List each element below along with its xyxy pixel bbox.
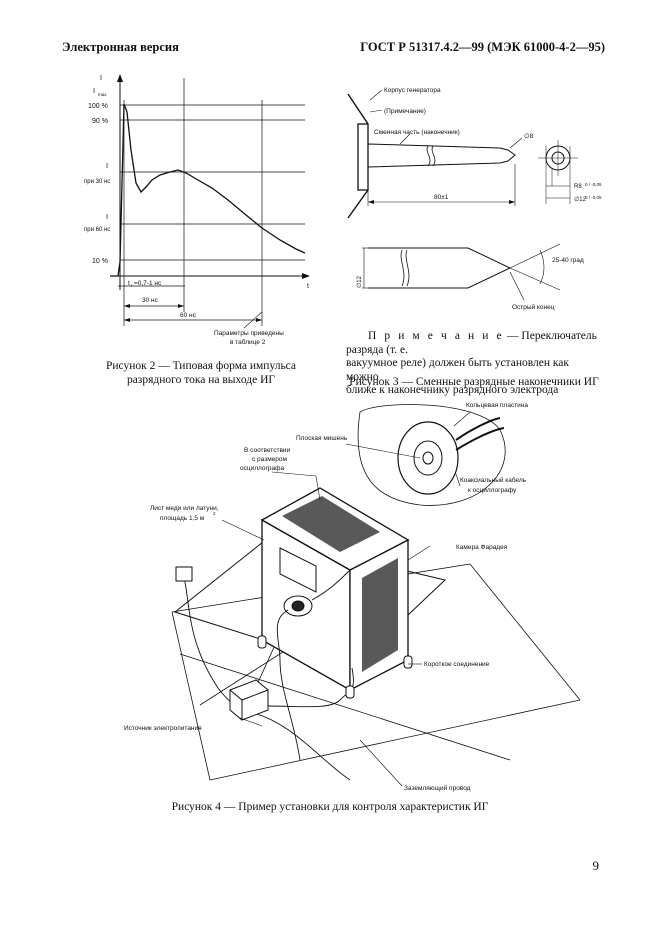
- fig3-d12-side: ∅12: [356, 275, 363, 288]
- fig3-angle: 25-40 град: [552, 257, 584, 264]
- fig4-supply: Источник электропитания: [124, 725, 202, 732]
- mains-socket: [175, 566, 193, 582]
- fig4-plate-1: Лист меди или латуни,: [150, 505, 219, 512]
- fig4-short: Короткое соединение: [424, 661, 490, 668]
- fig2-axis-x: t: [307, 283, 309, 290]
- fig2-params-1: Параметры приведены: [214, 330, 284, 337]
- fig4-plate-2: площадь 1,5 м: [160, 515, 205, 522]
- fig3-d8: ∅8: [524, 133, 534, 140]
- fig2-imax: I: [93, 86, 95, 95]
- fig4-size-1: В соответствии: [244, 447, 291, 454]
- fig3-tip: Сменная часть (наконечник): [374, 129, 460, 136]
- fig4-cable-2: к осциллографу: [468, 487, 517, 494]
- fig3-d12: ∅12: [574, 196, 587, 203]
- fig2-pct90: 90 %: [92, 118, 108, 125]
- fig3-note-word: П р и м е ч а н и е: [368, 330, 505, 342]
- ventilation-grille-side: [362, 558, 398, 672]
- fig2-i30-sub: при 30 нс: [84, 179, 110, 185]
- generator-housing: [357, 123, 369, 191]
- ventilation-grille-top: [282, 496, 380, 552]
- fig2-i60-sub: при 60 нс: [84, 227, 110, 233]
- fig4-faraday: Камера Фарадея: [456, 544, 508, 551]
- fig3-r8-tol: 0 / -0,05: [585, 182, 602, 187]
- page-number: 9: [592, 858, 600, 873]
- fig4-ground: Заземляющий провод: [404, 784, 471, 792]
- fig2-i60: I: [106, 212, 108, 221]
- header-left: Электронная версия: [62, 40, 179, 54]
- fig4-plate-sup: 2: [213, 511, 216, 516]
- fig3-note-line2: вакуумное реле) должен быть установлен к…: [346, 357, 569, 383]
- fig2-60ns: 60 нс: [180, 312, 197, 319]
- fig4-size-2: с размером: [252, 456, 288, 463]
- fig3-note-line1: — Переключатель разряда (т. е.: [346, 330, 597, 356]
- fig2-imax-sub: max: [98, 92, 107, 97]
- fig2-pct100: 100 %: [88, 103, 108, 110]
- sharp-tip: [368, 247, 512, 289]
- oscilloscope-adapter: [279, 547, 317, 593]
- fig4-target: Плоская мишень: [296, 435, 348, 442]
- fig2-tr: t: [128, 280, 130, 287]
- y-axis-arrow: [117, 74, 123, 82]
- fig2-tr-val: =0,7-1 нс: [134, 280, 162, 287]
- figure-4-setup: [171, 404, 581, 787]
- fig2-caption-line1: Рисунок 2 — Типовая форма импульса: [105, 360, 297, 372]
- fig2-params-2: в таблице 2: [230, 338, 266, 346]
- fig3-dim80: 80±1: [434, 194, 449, 201]
- fig4-caption: Рисунок 4 — Пример установки для контрол…: [171, 801, 489, 813]
- fig2-30ns: 30 нс: [142, 297, 159, 304]
- header-right: ГОСТ Р 51317.4.2—99 (МЭК 61000-4-2—95): [360, 40, 605, 54]
- fig2-pct10: 10 %: [92, 258, 108, 265]
- fig3-housing: Корпус генератора: [384, 87, 441, 94]
- fig2-caption-line2: разрядного тока на выходе ИГ: [126, 374, 276, 386]
- fig2-axis-y: I: [100, 75, 102, 82]
- waveform-curve: [110, 103, 306, 277]
- fig2-tr-sub: r: [131, 283, 133, 288]
- fig4-cable-1: Коаксиальный кабель: [460, 476, 527, 484]
- fig3-sharp: Острый конец: [512, 303, 555, 311]
- replaceable-tip: [367, 143, 516, 168]
- fig2-i30: I: [106, 161, 108, 170]
- fig3-note-ref: (Примечание): [384, 108, 426, 115]
- figure-3-tips: Корпус генератора (Примечание) Сменная ч…: [347, 87, 602, 311]
- fig3-note: П р и м е ч а н и е — Переключатель разр…: [346, 330, 602, 398]
- fig4-size-3: осциллографа: [240, 465, 284, 472]
- flat-target: [422, 451, 434, 465]
- fig2-caption: Рисунок 2 — Типовая форма импульса разря…: [86, 359, 316, 387]
- fig4-ring: Кольцевая пластина: [466, 402, 528, 409]
- fig3-r8: R8: [574, 184, 582, 190]
- power-supply-box: [229, 679, 269, 721]
- x-axis-arrow: [302, 273, 310, 279]
- fig3-caption: Рисунок 3 — Сменные разрядные наконечник…: [349, 376, 599, 388]
- fig3-d12-tol: 0 / -0,05: [585, 195, 602, 200]
- fig3-note-line3: ближе к наконечнику разрядного электрода: [346, 384, 559, 396]
